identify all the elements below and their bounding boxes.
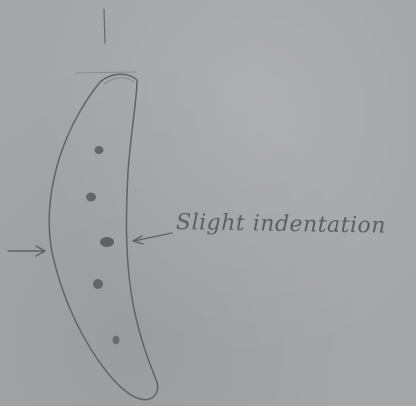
- crescent-inner-stroke: [104, 78, 134, 84]
- reference-line: [76, 72, 136, 73]
- spot-2: [86, 193, 96, 202]
- spot-4: [93, 279, 103, 289]
- spot-5: [113, 336, 120, 345]
- spot-3: [100, 237, 114, 247]
- top-tick-line: [104, 9, 105, 43]
- spot-1: [95, 146, 104, 154]
- annotation-label: Slight indentation: [176, 212, 414, 238]
